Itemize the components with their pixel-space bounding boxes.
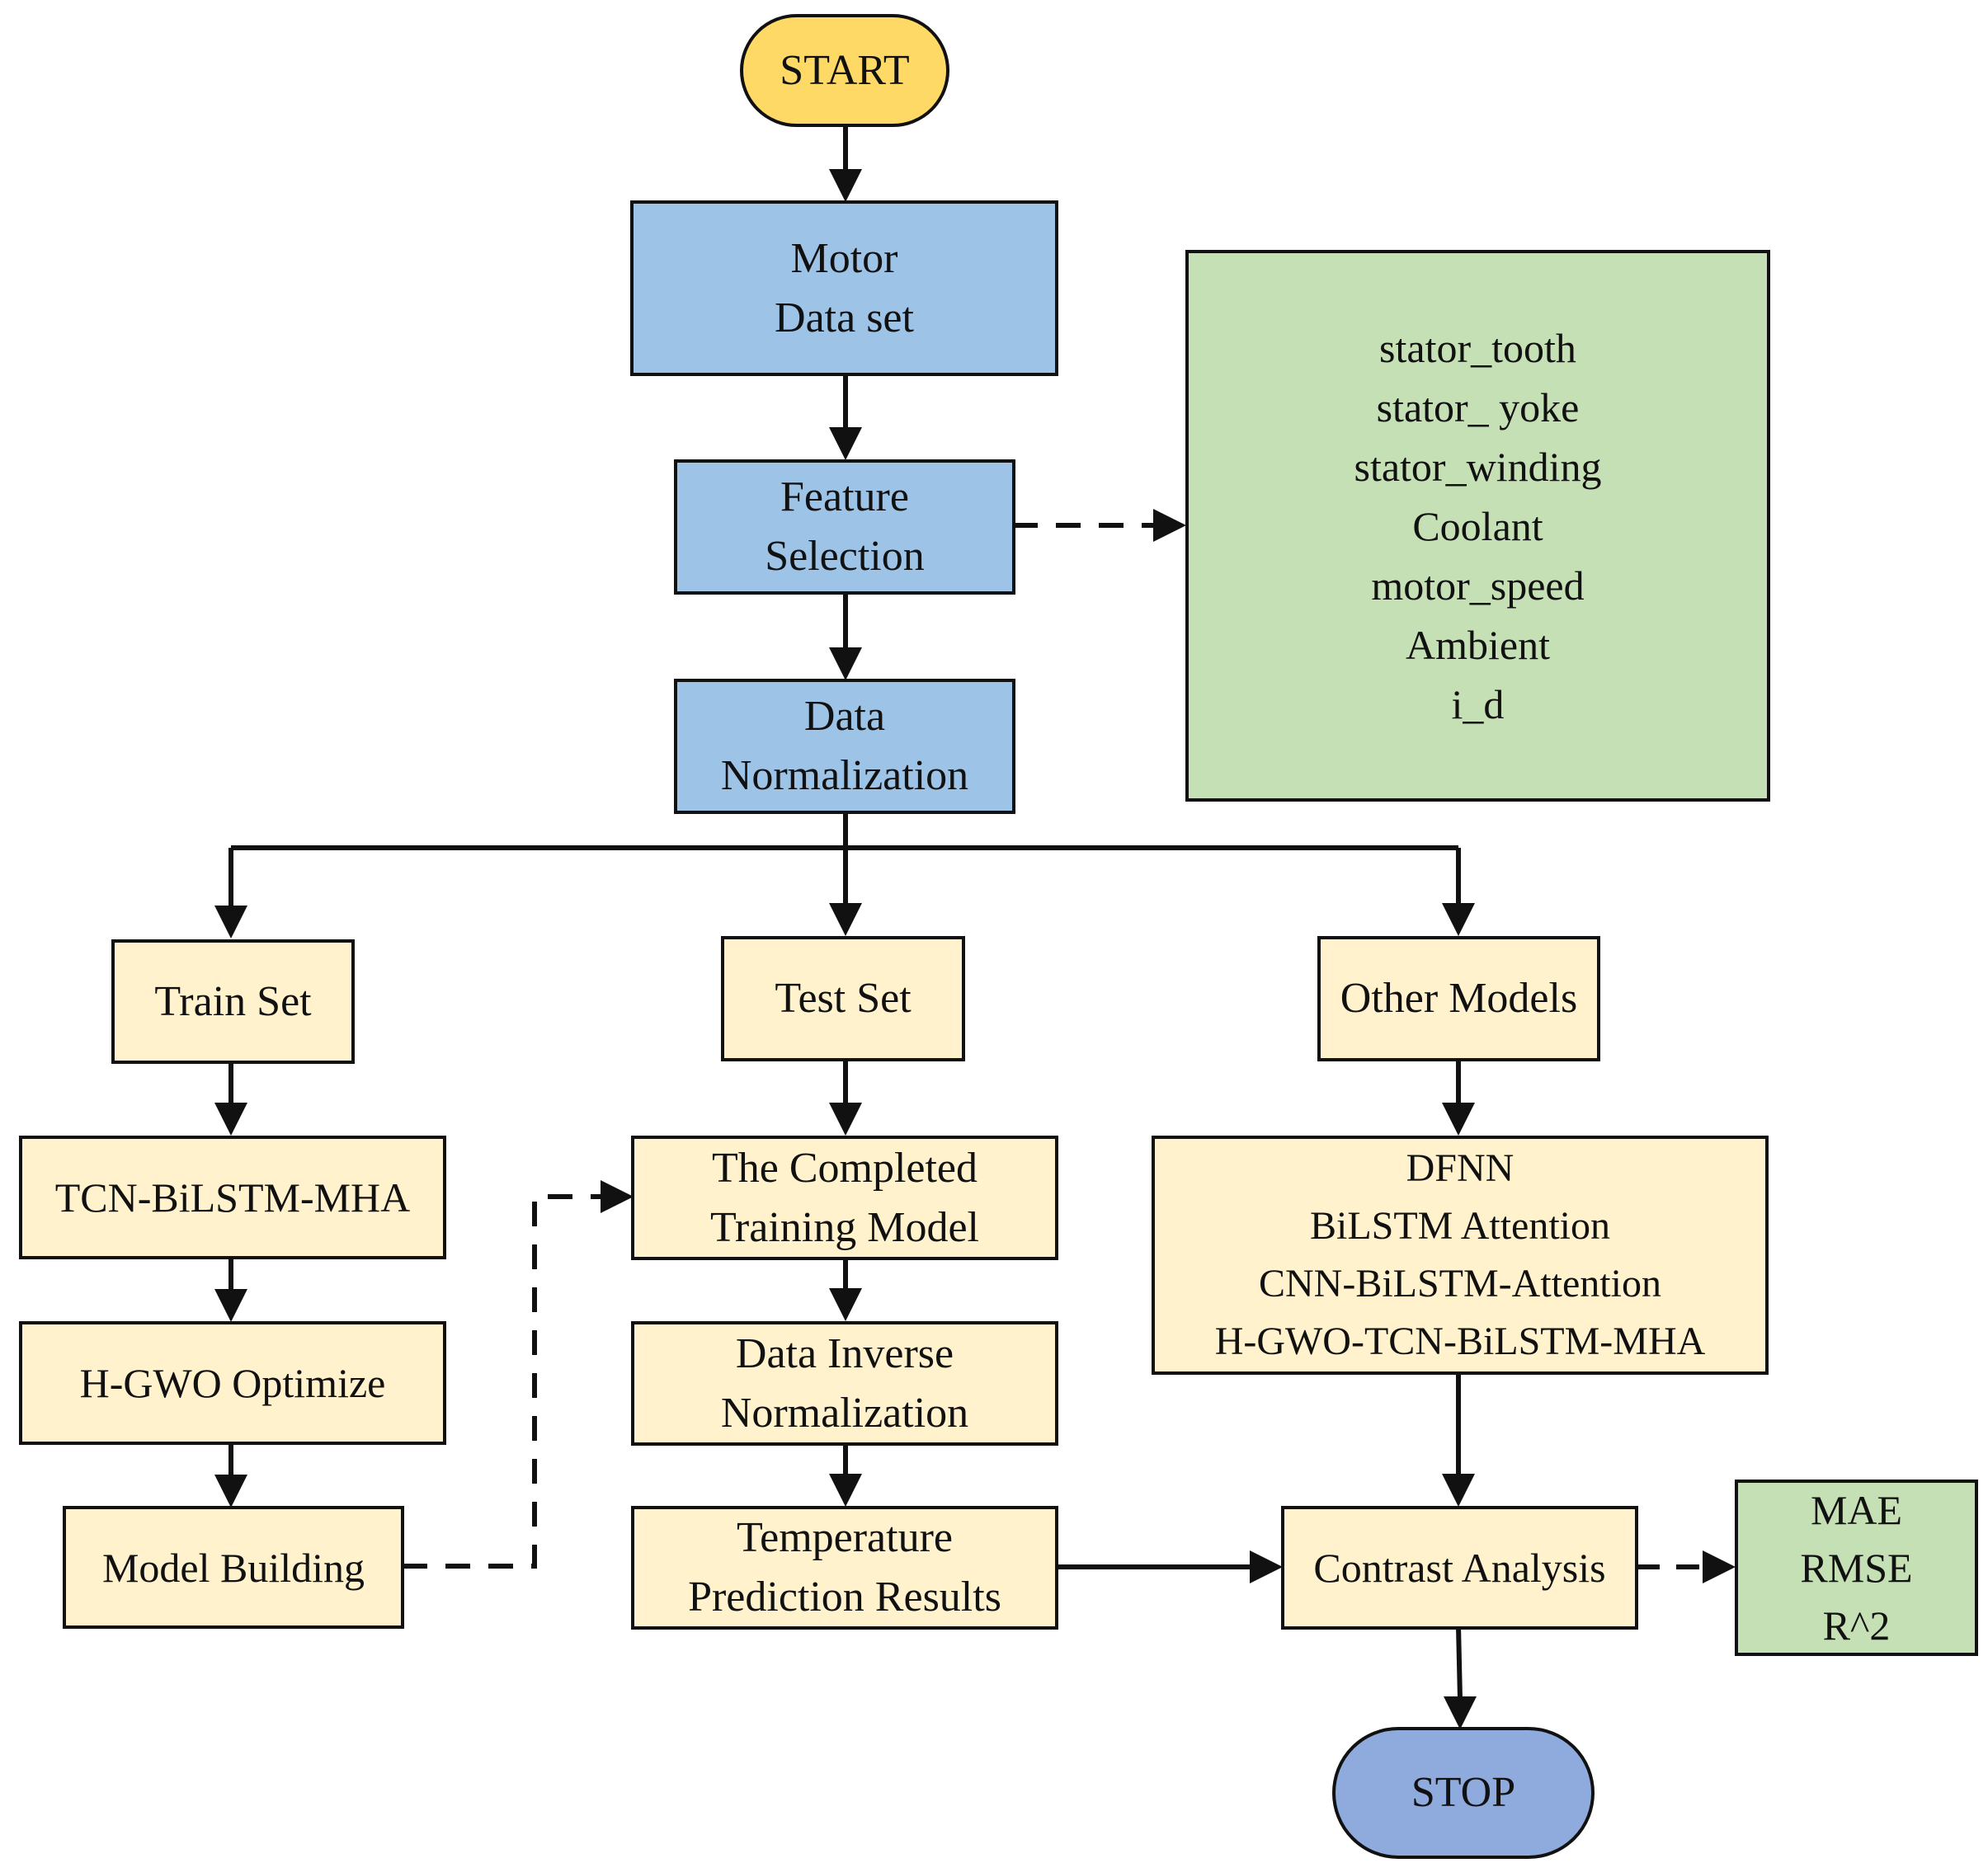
stop-label: STOP [1411,1769,1516,1816]
completed-model-line-2: Training Model [710,1203,979,1251]
model-list-item: H-GWO-TCN-BiLSTM-MHA [1214,1320,1706,1363]
stop-terminal: STOP [1332,1727,1595,1859]
inverse-normalization-line-2: Normalization [720,1389,969,1437]
arrowhead [214,906,247,939]
start-terminal: START [740,14,949,127]
arrowhead [1442,903,1475,936]
arrowhead [1153,509,1186,542]
arrowhead [829,169,862,202]
metric-item: RMSE [1800,1545,1913,1591]
model-list-item: CNN-BiLSTM-Attention [1258,1262,1661,1306]
completed-training-model-box: The Completed Training Model [631,1136,1058,1260]
arrowhead [214,1103,247,1136]
data-normalization-box: Data Normalization [674,679,1015,814]
arrowhead [1703,1550,1736,1583]
model-building-label: Model Building [101,1544,365,1591]
feature-item: Ambient [1406,621,1550,668]
metrics-box: MAE RMSE R^2 [1735,1480,1978,1656]
hgwo-optimize-label: H-GWO Optimize [79,1360,386,1406]
metric-item: R^2 [1822,1602,1891,1649]
arrowhead [829,903,862,936]
contrast-analysis-box: Contrast Analysis [1281,1506,1638,1630]
test-set-label: Test Set [775,975,912,1022]
hgwo-optimize-box: H-GWO Optimize [19,1321,446,1445]
arrowhead [1250,1550,1283,1583]
model-list-item: BiLSTM Attention [1309,1204,1610,1248]
train-set-label: Train Set [154,977,312,1025]
arrowhead [1442,1103,1475,1136]
dashed-arrow-building-to-completed [403,1194,602,1569]
feature-item: stator_winding [1354,443,1602,490]
model-building-box: Model Building [63,1506,404,1629]
test-set-box: Test Set [721,936,965,1061]
feature-item: motor_speed [1371,562,1585,609]
inverse-normalization-box: Data Inverse Normalization [631,1321,1058,1446]
motor-data-set-box: Motor Data set [630,200,1058,376]
motor-data-line-2: Data set [775,294,914,341]
prediction-results-box: Temperature Prediction Results [631,1506,1058,1630]
inverse-normalization-line-1: Data Inverse [735,1329,954,1377]
prediction-results-line-2: Prediction Results [688,1574,1001,1621]
tcn-bilstm-mha-box: TCN-BiLSTM-MHA [19,1136,446,1259]
arrowhead [829,1288,862,1321]
metric-item: MAE [1810,1487,1903,1533]
motor-data-line-1: Motor [790,234,898,282]
arrowhead [1442,1474,1475,1507]
contrast-analysis-label: Contrast Analysis [1313,1545,1606,1591]
prediction-results-line-1: Temperature [737,1514,953,1561]
completed-model-line-1: The Completed [711,1144,978,1192]
train-set-box: Train Set [111,939,355,1064]
other-models-box: Other Models [1317,936,1600,1061]
normalization-line-2: Normalization [720,752,969,799]
feature-item: Coolant [1412,502,1543,549]
arrowhead [829,1103,862,1136]
arrowhead [214,1289,247,1322]
arrow-contrast-to-stop [1456,1625,1463,1700]
feature-selection-line-2: Selection [765,533,925,580]
feature-selection-box: Feature Selection [674,459,1015,595]
arrowhead [1444,1696,1477,1729]
normalization-line-1: Data [803,693,886,740]
feature-item: stator_tooth [1379,324,1576,371]
arrowhead [214,1475,247,1508]
feature-selection-line-1: Feature [780,473,909,520]
arrowhead [829,647,862,680]
arrowhead [829,1474,862,1507]
arrowhead [829,427,862,460]
model-list-item: DFNN [1406,1146,1515,1190]
model-list-box: DFNN BiLSTM Attention CNN-BiLSTM-Attenti… [1152,1136,1769,1375]
feature-list-box: stator_tooth stator_ yoke stator_winding… [1185,250,1770,802]
feature-item: i_d [1451,680,1505,727]
start-label: START [780,46,910,94]
other-models-label: Other Models [1340,975,1578,1022]
feature-item: stator_ yoke [1376,383,1580,430]
tcn-bilstm-mha-label: TCN-BiLSTM-MHA [54,1174,411,1221]
arrowhead [601,1180,634,1213]
